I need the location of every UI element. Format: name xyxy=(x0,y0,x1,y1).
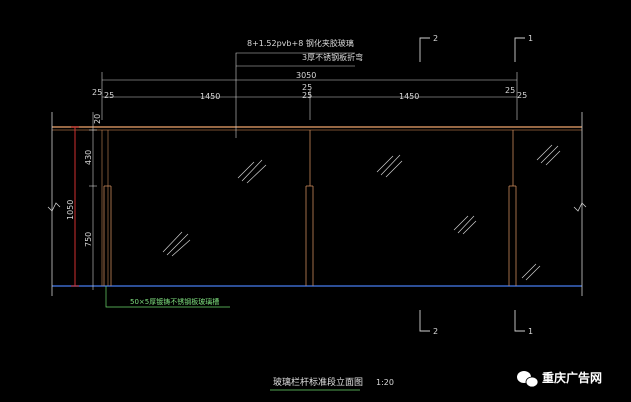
dim-25-right-a: 25 xyxy=(505,86,515,95)
base-spec-label: 50×5厚镀铸不锈钢板玻璃槽 xyxy=(130,297,219,306)
section-mark-bottom-2: 2 xyxy=(433,327,438,336)
post-left xyxy=(103,185,112,286)
wechat-icon xyxy=(517,371,539,388)
dim-25-left-a: 25 xyxy=(92,88,102,97)
post-middle xyxy=(305,130,314,286)
height-total-dim: 1050 xyxy=(66,200,75,220)
total-width-label: 3050 xyxy=(296,71,316,80)
section-mark-top-1: 1 xyxy=(528,34,533,43)
drawing-scale: 1:20 xyxy=(376,378,394,387)
span-left-label: 1450 xyxy=(200,92,220,101)
break-mark-left xyxy=(47,202,61,212)
section-marks xyxy=(419,37,525,332)
leader-base xyxy=(105,286,230,308)
drawing-title: 玻璃栏杆标准段立面图 xyxy=(273,376,363,388)
watermark-text: 重庆广告网 xyxy=(542,370,602,385)
glass-hatching xyxy=(162,144,561,281)
span-right-label: 1450 xyxy=(399,92,419,101)
steel-spec-label: 3厚不锈钢板折弯 xyxy=(302,52,363,62)
dim-25-left-b: 25 xyxy=(104,91,114,100)
glass-spec-label: 8+1.52pvb+8 钢化夹胶玻璃 xyxy=(247,38,354,48)
height-lower-dim: 750 xyxy=(84,232,93,247)
dim-25-right-b: 25 xyxy=(517,91,527,100)
break-mark-right xyxy=(573,202,587,212)
section-mark-top-2: 2 xyxy=(433,34,438,43)
rail-top-dim: 20 xyxy=(93,114,102,124)
post-right xyxy=(508,130,517,286)
section-mark-bottom-1: 1 xyxy=(528,327,533,336)
leader-glass xyxy=(235,52,355,138)
dim-25-mid-a: 25 xyxy=(302,83,312,92)
height-upper-dim: 430 xyxy=(84,150,93,165)
dim-25-mid-b: 25 xyxy=(302,91,312,100)
